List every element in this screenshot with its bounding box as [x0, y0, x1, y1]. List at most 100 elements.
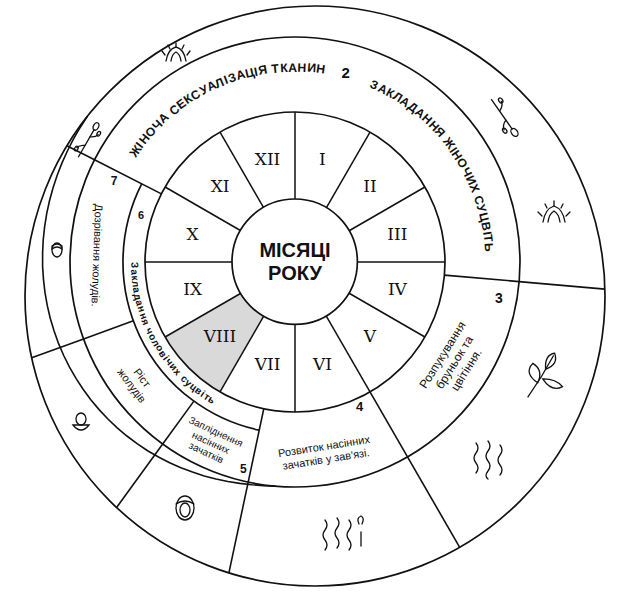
circle-outline: [232, 199, 357, 324]
month-number: III: [387, 225, 407, 245]
month-number: XII: [255, 150, 281, 170]
arc-letter: Я: [257, 63, 269, 79]
oak-twig: [77, 129, 98, 154]
stage-number: 3: [495, 290, 503, 306]
stage-text: Ріст жолудів: [109, 350, 165, 413]
outer-divider: [519, 282, 605, 290]
oak-twig: [498, 97, 504, 104]
oak-twig: [79, 130, 95, 157]
oak-twig: [490, 101, 516, 130]
outer-divider: [408, 457, 460, 547]
stage-text: Розпукування бруньок та цвітіння.: [412, 311, 498, 414]
acorn-section: [176, 496, 194, 520]
month-number: I: [319, 150, 326, 170]
stage-divider: [84, 160, 519, 482]
acorn: [52, 243, 62, 257]
acorn: [52, 244, 62, 249]
month-number: II: [363, 177, 376, 197]
acorn: [52, 243, 62, 257]
leaf-sprig: [527, 362, 543, 384]
female-flower: [538, 201, 570, 216]
arc-letter: а: [128, 268, 140, 275]
month-divider: [220, 132, 264, 208]
female-flower: [543, 206, 565, 222]
female-flower: [162, 43, 190, 61]
oak-twig: [74, 146, 79, 152]
ring-outline: [70, 37, 520, 487]
stage-number: 5: [240, 463, 247, 477]
catkins: [335, 518, 339, 548]
arc-letter: К: [279, 61, 288, 76]
arc-letter: А: [288, 61, 298, 76]
month-divider: [165, 187, 241, 231]
outer-divider: [32, 146, 605, 573]
stage-divider: [95, 160, 162, 194]
oak-twig: [96, 131, 101, 137]
month-number: VIII: [204, 327, 236, 347]
stage-text: Дозрівання жолудів.: [89, 194, 106, 316]
center-title: МІСЯЦІ РОКУ: [241, 239, 349, 285]
catkins: [474, 443, 478, 473]
ring-outline: [25, 6, 605, 586]
leaf-sprig: [517, 353, 566, 399]
acorn-cup: [73, 413, 89, 430]
stage-divider: [370, 392, 408, 457]
month-number: V: [364, 327, 376, 347]
stage-divider: [444, 275, 519, 282]
month-divider: [294, 112, 296, 200]
catkins: [323, 520, 327, 550]
arc-letter: И: [306, 61, 317, 76]
month-number: VII: [255, 355, 281, 375]
month-divider: [294, 324, 296, 412]
spiral-line: [43, 117, 276, 487]
arc-letter: З: [128, 262, 140, 269]
catkins: [323, 516, 363, 550]
stage-number: 7: [111, 175, 118, 189]
month-number: X: [187, 225, 199, 245]
stage-title: ЖІНОЧА СЕКСУАЛІЗАЦІЯ ТКАНИН: [127, 59, 329, 160]
oak-twig: [509, 127, 519, 138]
ring-outline: [25, 6, 605, 586]
ring-outline: [145, 112, 445, 412]
catkins: [486, 441, 490, 479]
outer-divider: [117, 444, 163, 508]
arc-letter: Н: [315, 62, 326, 78]
month-number: IV: [388, 280, 407, 300]
month-divider: [357, 261, 445, 263]
acorn-section: [180, 503, 190, 517]
acorn-section: [176, 496, 194, 520]
arc-letter: Ь: [481, 242, 496, 252]
female-flower: [166, 47, 186, 61]
stage-divider: [248, 409, 264, 482]
acorn-cup: [76, 413, 86, 425]
month-divider: [145, 261, 233, 263]
stage-text: Розвиток насінних зачатків у зав'язі.: [268, 432, 383, 474]
oak-twig: [72, 119, 105, 160]
catkins: [474, 441, 502, 479]
oak-twig: [502, 127, 508, 134]
month-divider: [326, 132, 370, 208]
center-circle: МІСЯЦІ РОКУ: [231, 198, 358, 325]
outer-divider: [229, 482, 248, 573]
catkins: [347, 520, 351, 550]
catkins: [498, 445, 502, 475]
month-number: VI: [313, 355, 332, 375]
month-divider: [349, 187, 425, 231]
arc-letter: Н: [297, 61, 307, 76]
plant-sketch: [52, 43, 570, 550]
oak-twig: [92, 122, 101, 132]
leaf-sprig: [541, 353, 558, 369]
leaf-sprig: [518, 356, 564, 397]
stage-number: 4: [356, 400, 363, 415]
female-flower: [548, 211, 560, 222]
leaf-sprig: [543, 373, 563, 392]
female-flower: [538, 201, 570, 222]
female-flower: [171, 52, 181, 61]
oak-twig: [484, 95, 524, 142]
acorn-cup: [73, 425, 89, 430]
arc-letter: Т: [480, 234, 495, 244]
month-divider: [145, 112, 445, 412]
month-divider: [349, 293, 425, 337]
stage-title: ЗАКЛАДАННЯ ЖІНОЧИХ СУЦВІТЬ: [366, 77, 497, 256]
